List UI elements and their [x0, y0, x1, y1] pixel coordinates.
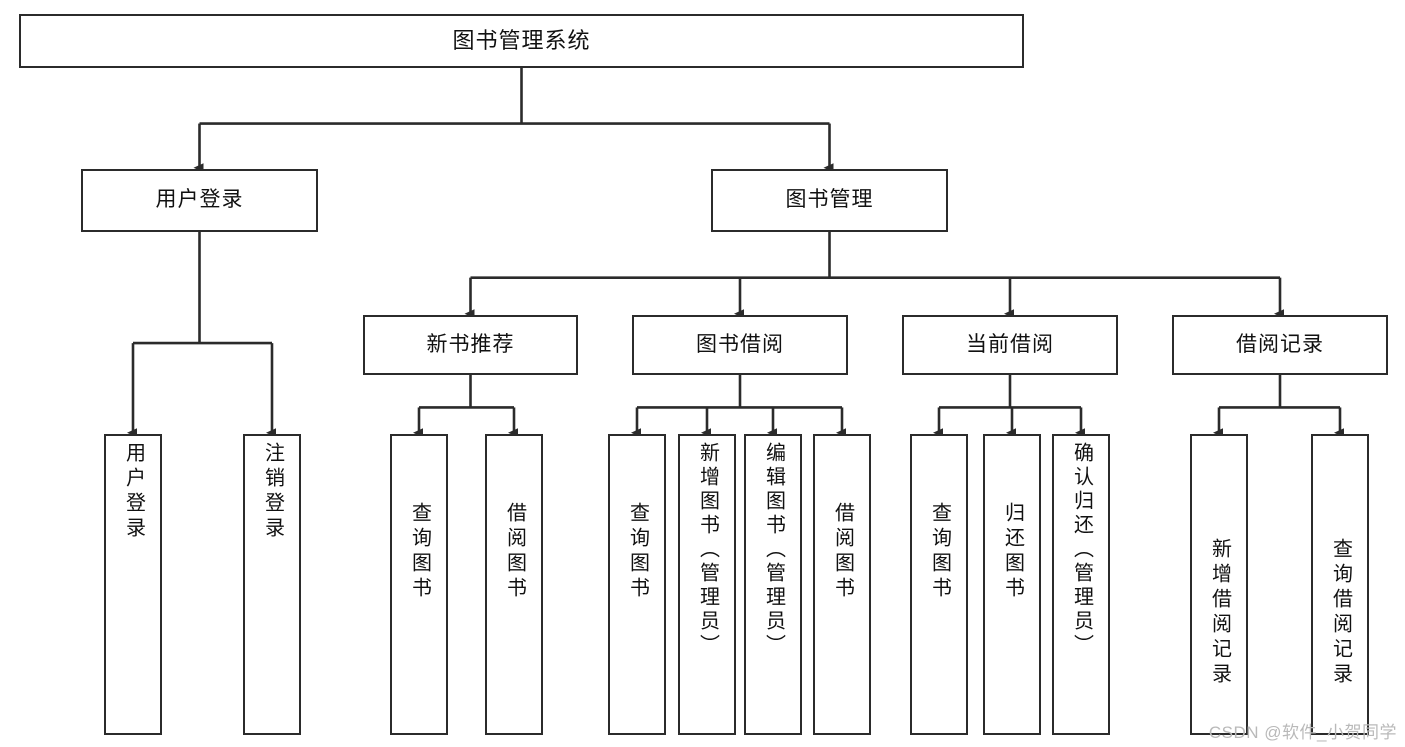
node-label: 查询图书 — [408, 502, 431, 602]
node-label: 图书管理 — [785, 188, 874, 212]
node-label: 查询借阅记录 — [1329, 538, 1352, 688]
node-label: 借阅图书 — [831, 502, 854, 602]
leaf-current-confirm-return-admin[interactable]: 确认归还（管理员） — [1052, 434, 1110, 735]
node-new-book-recommend[interactable]: 新书推荐 — [363, 315, 578, 375]
node-label: 图书借阅 — [696, 332, 784, 356]
node-current-borrow[interactable]: 当前借阅 — [902, 315, 1118, 375]
node-label: 编辑图书（管理员） — [762, 442, 785, 658]
leaf-recommend-query-book[interactable]: 查询图书 — [390, 434, 448, 735]
node-label: 新书推荐 — [426, 332, 515, 356]
node-user-login[interactable]: 用户登录 — [81, 169, 318, 232]
leaf-borrow-edit-book-admin[interactable]: 编辑图书（管理员） — [744, 434, 802, 735]
leaf-record-add-borrow-record[interactable]: 新增借阅记录 — [1190, 434, 1248, 735]
node-label: 当前借阅 — [966, 332, 1054, 356]
node-label: 新增图书（管理员） — [696, 442, 719, 658]
node-label: 归还图书 — [1001, 502, 1024, 602]
leaf-user-login[interactable]: 用户登录 — [104, 434, 162, 735]
leaf-current-query-book[interactable]: 查询图书 — [910, 434, 968, 735]
node-label: 注销登录 — [261, 442, 284, 542]
leaf-borrow-lend-book[interactable]: 借阅图书 — [813, 434, 871, 735]
node-book-management[interactable]: 图书管理 — [711, 169, 948, 232]
node-label: 借阅记录 — [1236, 332, 1324, 356]
node-label: 查询图书 — [626, 502, 649, 602]
leaf-record-query-borrow-record[interactable]: 查询借阅记录 — [1311, 434, 1369, 735]
leaf-current-return-book[interactable]: 归还图书 — [983, 434, 1041, 735]
leaf-borrow-add-book-admin[interactable]: 新增图书（管理员） — [678, 434, 736, 735]
node-label: 用户登录 — [122, 442, 145, 542]
node-label: 新增借阅记录 — [1208, 538, 1231, 688]
node-label: 确认归还（管理员） — [1070, 442, 1093, 658]
node-label: 查询图书 — [928, 502, 951, 602]
node-label: 借阅图书 — [503, 502, 526, 602]
node-root[interactable]: 图书管理系统 — [19, 14, 1024, 68]
leaf-recommend-borrow-book[interactable]: 借阅图书 — [485, 434, 543, 735]
leaf-borrow-query-book[interactable]: 查询图书 — [608, 434, 666, 735]
node-borrow-record[interactable]: 借阅记录 — [1172, 315, 1388, 375]
node-label: 用户登录 — [155, 188, 244, 212]
node-book-borrow[interactable]: 图书借阅 — [632, 315, 848, 375]
node-label: 图书管理系统 — [452, 28, 591, 54]
leaf-user-logout[interactable]: 注销登录 — [243, 434, 301, 735]
